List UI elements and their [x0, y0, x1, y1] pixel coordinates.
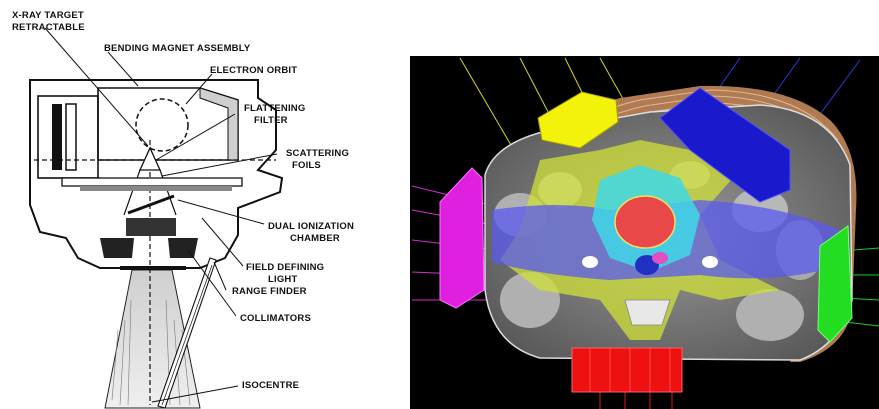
label-electron-orbit: ELECTRON ORBIT — [210, 65, 297, 76]
label-range-finder: RANGE FINDER — [232, 286, 307, 297]
label-isocentre: ISOCENTRE — [242, 380, 299, 391]
label-scattering-foils-2: FOILS — [292, 160, 321, 171]
label-scattering-foils: SCATTERING — [286, 148, 349, 159]
label-dual-ionization-2: CHAMBER — [290, 233, 340, 244]
label-dual-ionization: DUAL IONIZATION — [268, 221, 354, 232]
label-xray-target-2: RETRACTABLE — [12, 22, 85, 33]
field-light-mirror — [128, 196, 174, 213]
label-field-defining: FIELD DEFINING — [246, 262, 324, 273]
red-beam-field — [572, 348, 682, 392]
carousel-plate — [62, 178, 242, 186]
primary-collimator — [126, 218, 176, 236]
collimator-jaw-right — [168, 238, 198, 258]
treatment-plan-render — [410, 56, 879, 409]
label-flattening-filter: FLATTENING — [244, 103, 305, 114]
label-flattening-filter-2: FILTER — [254, 115, 288, 126]
carousel-plate-lower — [80, 186, 232, 191]
target-volume — [615, 196, 675, 248]
label-bending-magnet: BENDING MAGNET ASSEMBLY — [104, 43, 251, 54]
label-xray-target: X-RAY TARGET — [12, 10, 84, 21]
linac-diagram: X-RAY TARGET RETRACTABLE BENDING MAGNET … — [12, 10, 354, 408]
magnet-hatch — [200, 88, 238, 160]
collimator-jaw-left — [100, 238, 134, 258]
label-field-defining-2: LIGHT — [268, 274, 298, 285]
electron-orbit — [136, 99, 188, 151]
waveguide-block — [38, 96, 98, 178]
label-collimators: COLLIMATORS — [240, 313, 311, 324]
